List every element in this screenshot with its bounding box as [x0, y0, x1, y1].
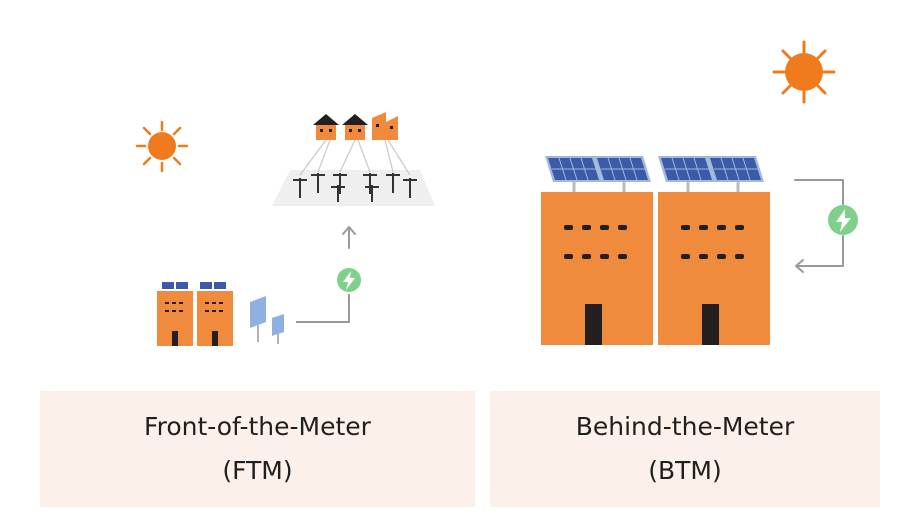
solar-panel-icon	[594, 156, 651, 192]
house-icon	[313, 114, 339, 140]
lightning-icon	[337, 268, 361, 292]
solar-panel-icon	[545, 156, 602, 192]
building	[658, 192, 770, 345]
ftm-abbrev: (FTM)	[222, 456, 293, 485]
sun-icon	[772, 40, 836, 104]
utility-poles	[293, 173, 417, 202]
arrow-icon	[342, 226, 356, 249]
solar-panel-icon	[707, 156, 764, 192]
house-icon	[372, 112, 398, 140]
sun-icon	[135, 120, 189, 173]
building	[541, 192, 653, 345]
btm-abbrev: (BTM)	[648, 456, 722, 485]
house-icon	[342, 114, 368, 140]
solar-panel-icon	[250, 296, 284, 344]
lightning-icon	[828, 205, 858, 235]
building	[157, 282, 193, 346]
connector-line	[296, 294, 350, 323]
power-grid	[272, 139, 435, 206]
ftm-title: Front-of-the-Meter	[144, 412, 371, 441]
btm-caption: Behind-the-Meter (BTM)	[490, 391, 880, 507]
btm-title: Behind-the-Meter	[575, 412, 795, 441]
ftm-caption: Front-of-the-Meter (FTM)	[40, 391, 475, 507]
solar-panel-icon	[658, 156, 715, 192]
arrow-icon	[794, 179, 844, 273]
building	[197, 282, 233, 346]
